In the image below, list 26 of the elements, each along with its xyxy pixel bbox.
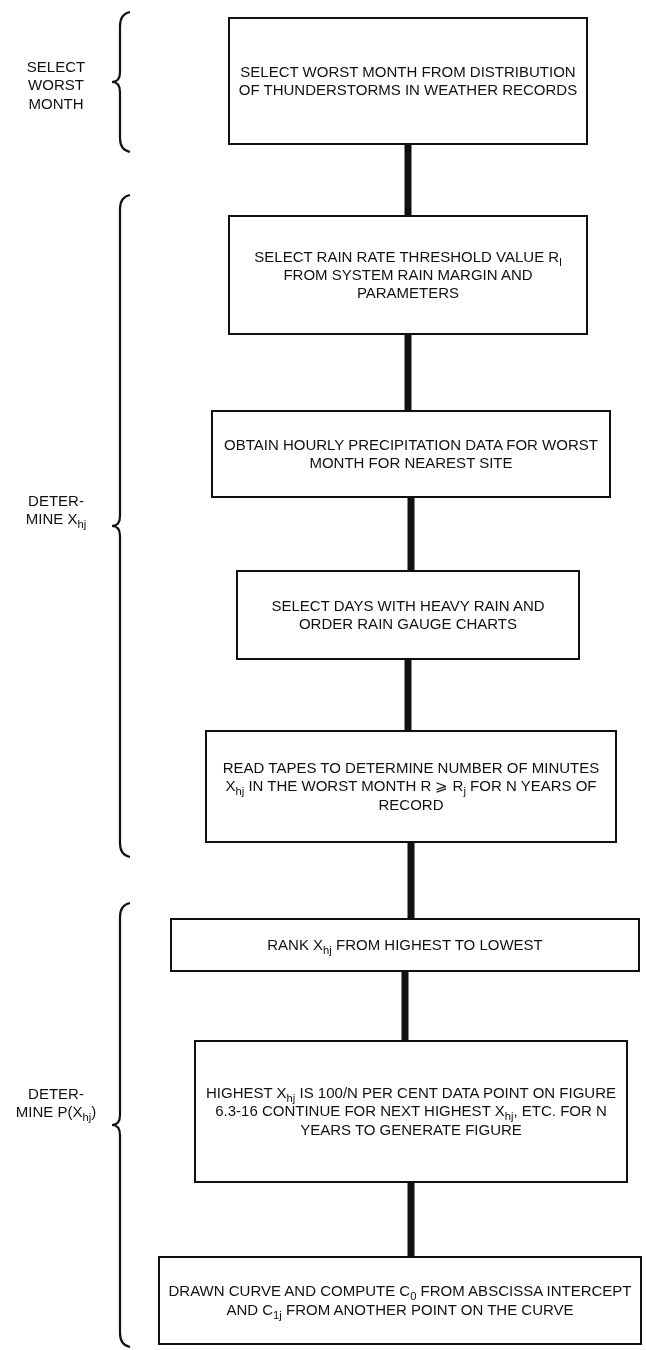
step-text: DRAWN CURVE AND COMPUTE C$_{0}$ FROM ABSCISSA INTERCEPT AND C$_{1j}$ FROM ANOTHER POINT ON THE CURVE bbox=[167, 1282, 633, 1319]
step-text: SELECT WORST MONTH FROM DISTRIBUTION OF THUNDERSTORMS IN WEATHER RECORDS bbox=[237, 62, 579, 100]
process-box bbox=[158, 1256, 642, 1345]
bracket-label: SELECT WORST MONTH bbox=[25, 58, 87, 113]
process-box bbox=[228, 17, 588, 145]
process-box bbox=[194, 1040, 628, 1183]
process-box bbox=[228, 215, 588, 335]
bracket-label: DETER- MINE X$_{hj}$ bbox=[24, 492, 88, 529]
connector-line bbox=[401, 972, 409, 1040]
connector-line bbox=[407, 843, 415, 918]
step-text: HIGHEST X$_{hj}$ IS 100/N PER CENT DATA POINT ON FIGURE 6.3-16 CONTINUE FOR NEXT HIGHEST X$_{hj}$, ETC. FOR N YEARS TO GENERATE FIGURE bbox=[205, 1084, 617, 1139]
connector-line bbox=[404, 660, 412, 730]
connector-line bbox=[407, 1183, 415, 1256]
step-text: SELECT RAIN RATE THRESHOLD VALUE R$_{l}$ FROM SYSTEM RAIN MARGIN AND PARAMETERS bbox=[253, 247, 563, 303]
step-text: RANK X$_{hj}$ FROM HIGHEST TO LOWEST bbox=[266, 935, 544, 955]
process-box bbox=[211, 410, 611, 498]
step-text: SELECT DAYS WITH HEAVY RAIN AND ORDER RAIN GAUGE CHARTS bbox=[270, 596, 546, 634]
step-text: OBTAIN HOURLY PRECIPITATION DATA FOR WORST MONTH FOR NEAREST SITE bbox=[223, 435, 599, 473]
connector-line bbox=[407, 498, 415, 570]
bracket-label: DETER- MINE P(X$_{hj}$) bbox=[14, 1085, 98, 1122]
connector-line bbox=[404, 335, 412, 410]
process-box bbox=[205, 730, 617, 843]
step-text: READ TAPES TO DETERMINE NUMBER OF MINUTES X$_{hj}$ IN THE WORST MONTH R ⩾ R$_{j}$ FOR N YEARS OF RECORD bbox=[221, 759, 601, 814]
process-box bbox=[236, 570, 580, 660]
connector-line bbox=[404, 145, 412, 215]
process-box bbox=[170, 918, 640, 972]
